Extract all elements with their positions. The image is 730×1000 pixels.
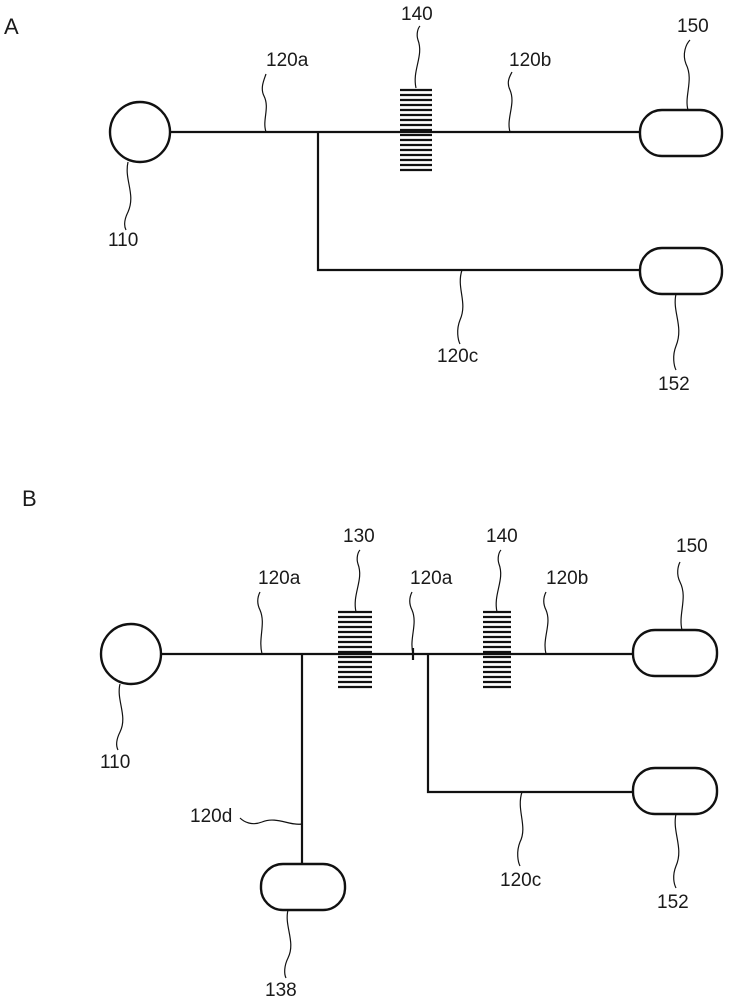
- leader-110-a: [124, 161, 132, 231]
- panel-b: B 120a 130 120a 140 120b 150 11: [22, 486, 719, 1000]
- container-152-b: [631, 766, 719, 816]
- panel-a: A 120a 140 120b 150 110 120c 152: [4, 4, 724, 395]
- label-120c-a: 120c: [437, 346, 478, 367]
- filter-140-a: [400, 88, 432, 172]
- label-140-a: 140: [401, 4, 433, 25]
- label-150-b: 150: [676, 536, 708, 557]
- filter-130-b: [338, 610, 372, 689]
- label-130-b: 130: [343, 526, 375, 547]
- tube-branch-right-b: [426, 654, 634, 794]
- label-110-a: 110: [108, 230, 138, 251]
- label-120d-b: 120d: [190, 806, 232, 827]
- label-120c-b: 120c: [500, 870, 541, 891]
- label-140-b: 140: [486, 526, 518, 547]
- label-120b-a: 120b: [509, 50, 551, 71]
- leader-150-b: [677, 561, 684, 631]
- panel-a-letter: A: [4, 14, 19, 39]
- container-152-a: [638, 246, 724, 296]
- filter-140-b: [483, 610, 511, 689]
- leader-140-a: [414, 25, 421, 89]
- container-150-a: [638, 108, 724, 158]
- leader-120b-b: [543, 591, 549, 655]
- tube-branch-a: [316, 132, 641, 272]
- leader-152-a: [673, 293, 680, 371]
- label-120b-b: 120b: [546, 568, 588, 589]
- leader-120c-b: [517, 791, 524, 867]
- leader-152-b: [673, 813, 680, 889]
- leader-120c-a: [457, 269, 464, 345]
- source-circle-b: [99, 622, 163, 686]
- container-150-b: [631, 628, 719, 678]
- label-110-b: 110: [100, 752, 130, 773]
- container-138-b: [259, 862, 347, 912]
- leader-120a-b: [257, 591, 263, 655]
- leader-110-b: [116, 683, 124, 751]
- label-120a-b: 120a: [258, 568, 301, 589]
- source-circle-a: [108, 100, 172, 164]
- leader-120a-mid-b: [409, 591, 415, 655]
- label-120a-a: 120a: [266, 50, 309, 71]
- leader-138-b: [284, 909, 292, 979]
- leader-120a-a: [261, 73, 267, 133]
- label-138-b: 138: [265, 980, 297, 1000]
- panel-b-letter: B: [22, 486, 37, 511]
- label-152-a: 152: [658, 374, 690, 395]
- label-150-a: 150: [677, 16, 709, 37]
- leader-140-b: [495, 549, 502, 613]
- leader-120b-a: [507, 71, 513, 133]
- label-152-b: 152: [657, 892, 689, 913]
- label-120a-mid-b: 120a: [410, 568, 453, 589]
- leader-130-b: [354, 549, 361, 613]
- leader-150-a: [683, 39, 691, 111]
- leader-120d-b: [239, 817, 303, 825]
